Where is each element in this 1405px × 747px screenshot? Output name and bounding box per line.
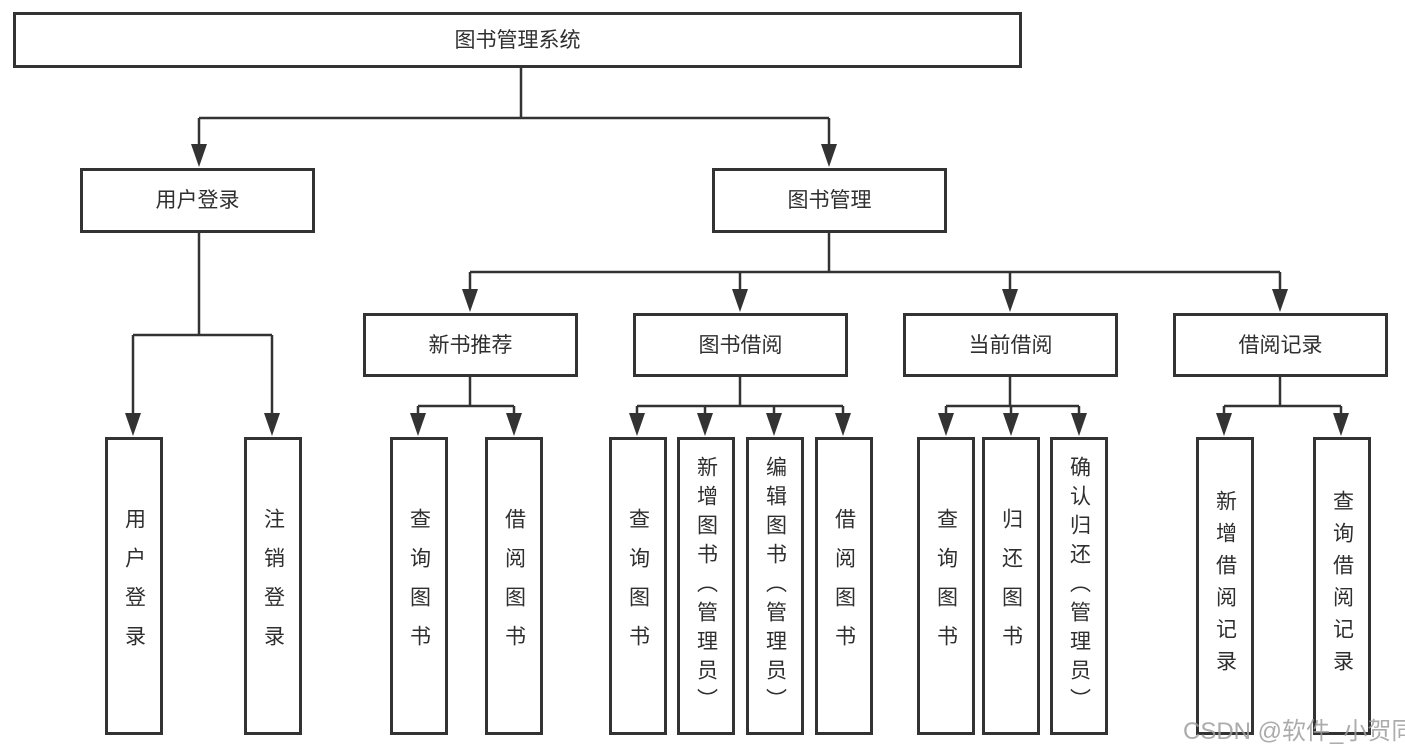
node-leaf-logout: 注销登录: [244, 437, 302, 735]
node-label: 新书推荐: [428, 333, 513, 357]
node-label: 查询借阅记录: [1330, 490, 1354, 682]
node-library-system: 图书管理系统: [13, 12, 1022, 68]
node-label: 借阅图书: [832, 508, 856, 664]
node-label: 图书管理系统: [454, 28, 581, 52]
node-label: 用户登录: [155, 189, 240, 212]
node-label: 借阅图书: [502, 508, 526, 664]
node-leaf-confirm-return-admin: 确认归还（管理员）: [1050, 437, 1108, 735]
node-label: 当前借阅: [968, 333, 1053, 357]
node-book-management: 图书管理: [712, 168, 947, 233]
node-leaf-query-book: 查询图书: [609, 437, 667, 735]
node-borrow-records: 借阅记录: [1173, 313, 1388, 377]
node-leaf-user-login: 用户登录: [105, 437, 163, 735]
node-leaf-borrow-book: 借阅图书: [485, 437, 543, 735]
node-leaf-add-borrow-record: 新增借阅记录: [1196, 437, 1254, 735]
node-leaf-query-borrow-record: 查询借阅记录: [1313, 437, 1371, 735]
node-leaf-add-book-admin: 新增图书（管理员）: [677, 437, 735, 735]
node-label: 查询图书: [407, 508, 431, 664]
node-book-borrowing: 图书借阅: [633, 313, 848, 377]
node-label: 新增图书（管理员）: [694, 455, 718, 717]
node-leaf-query-book: 查询图书: [917, 437, 975, 735]
node-leaf-edit-book-admin: 编辑图书（管理员）: [746, 437, 804, 735]
node-current-borrowing: 当前借阅: [903, 313, 1118, 377]
node-leaf-query-book: 查询图书: [390, 437, 448, 735]
node-label: 图书管理: [787, 189, 872, 212]
node-label: 用户登录: [122, 508, 146, 664]
node-leaf-borrow-book: 借阅图书: [815, 437, 873, 735]
node-label: 查询图书: [934, 508, 958, 664]
node-label: 查询图书: [626, 508, 650, 664]
node-label: 归还图书: [999, 508, 1023, 664]
node-leaf-return-book: 归还图书: [982, 437, 1040, 735]
node-label: 编辑图书（管理员）: [763, 455, 787, 717]
node-label: 借阅记录: [1238, 333, 1323, 357]
csdn-watermark: CSDN @软件_小贺同学: [1183, 718, 1405, 745]
node-new-book-recommend: 新书推荐: [363, 313, 578, 377]
node-label: 新增借阅记录: [1213, 490, 1237, 682]
node-label: 注销登录: [261, 508, 285, 664]
node-user-login: 用户登录: [80, 168, 315, 233]
node-label: 确认归还（管理员）: [1067, 455, 1091, 717]
node-label: 图书借阅: [698, 333, 783, 357]
